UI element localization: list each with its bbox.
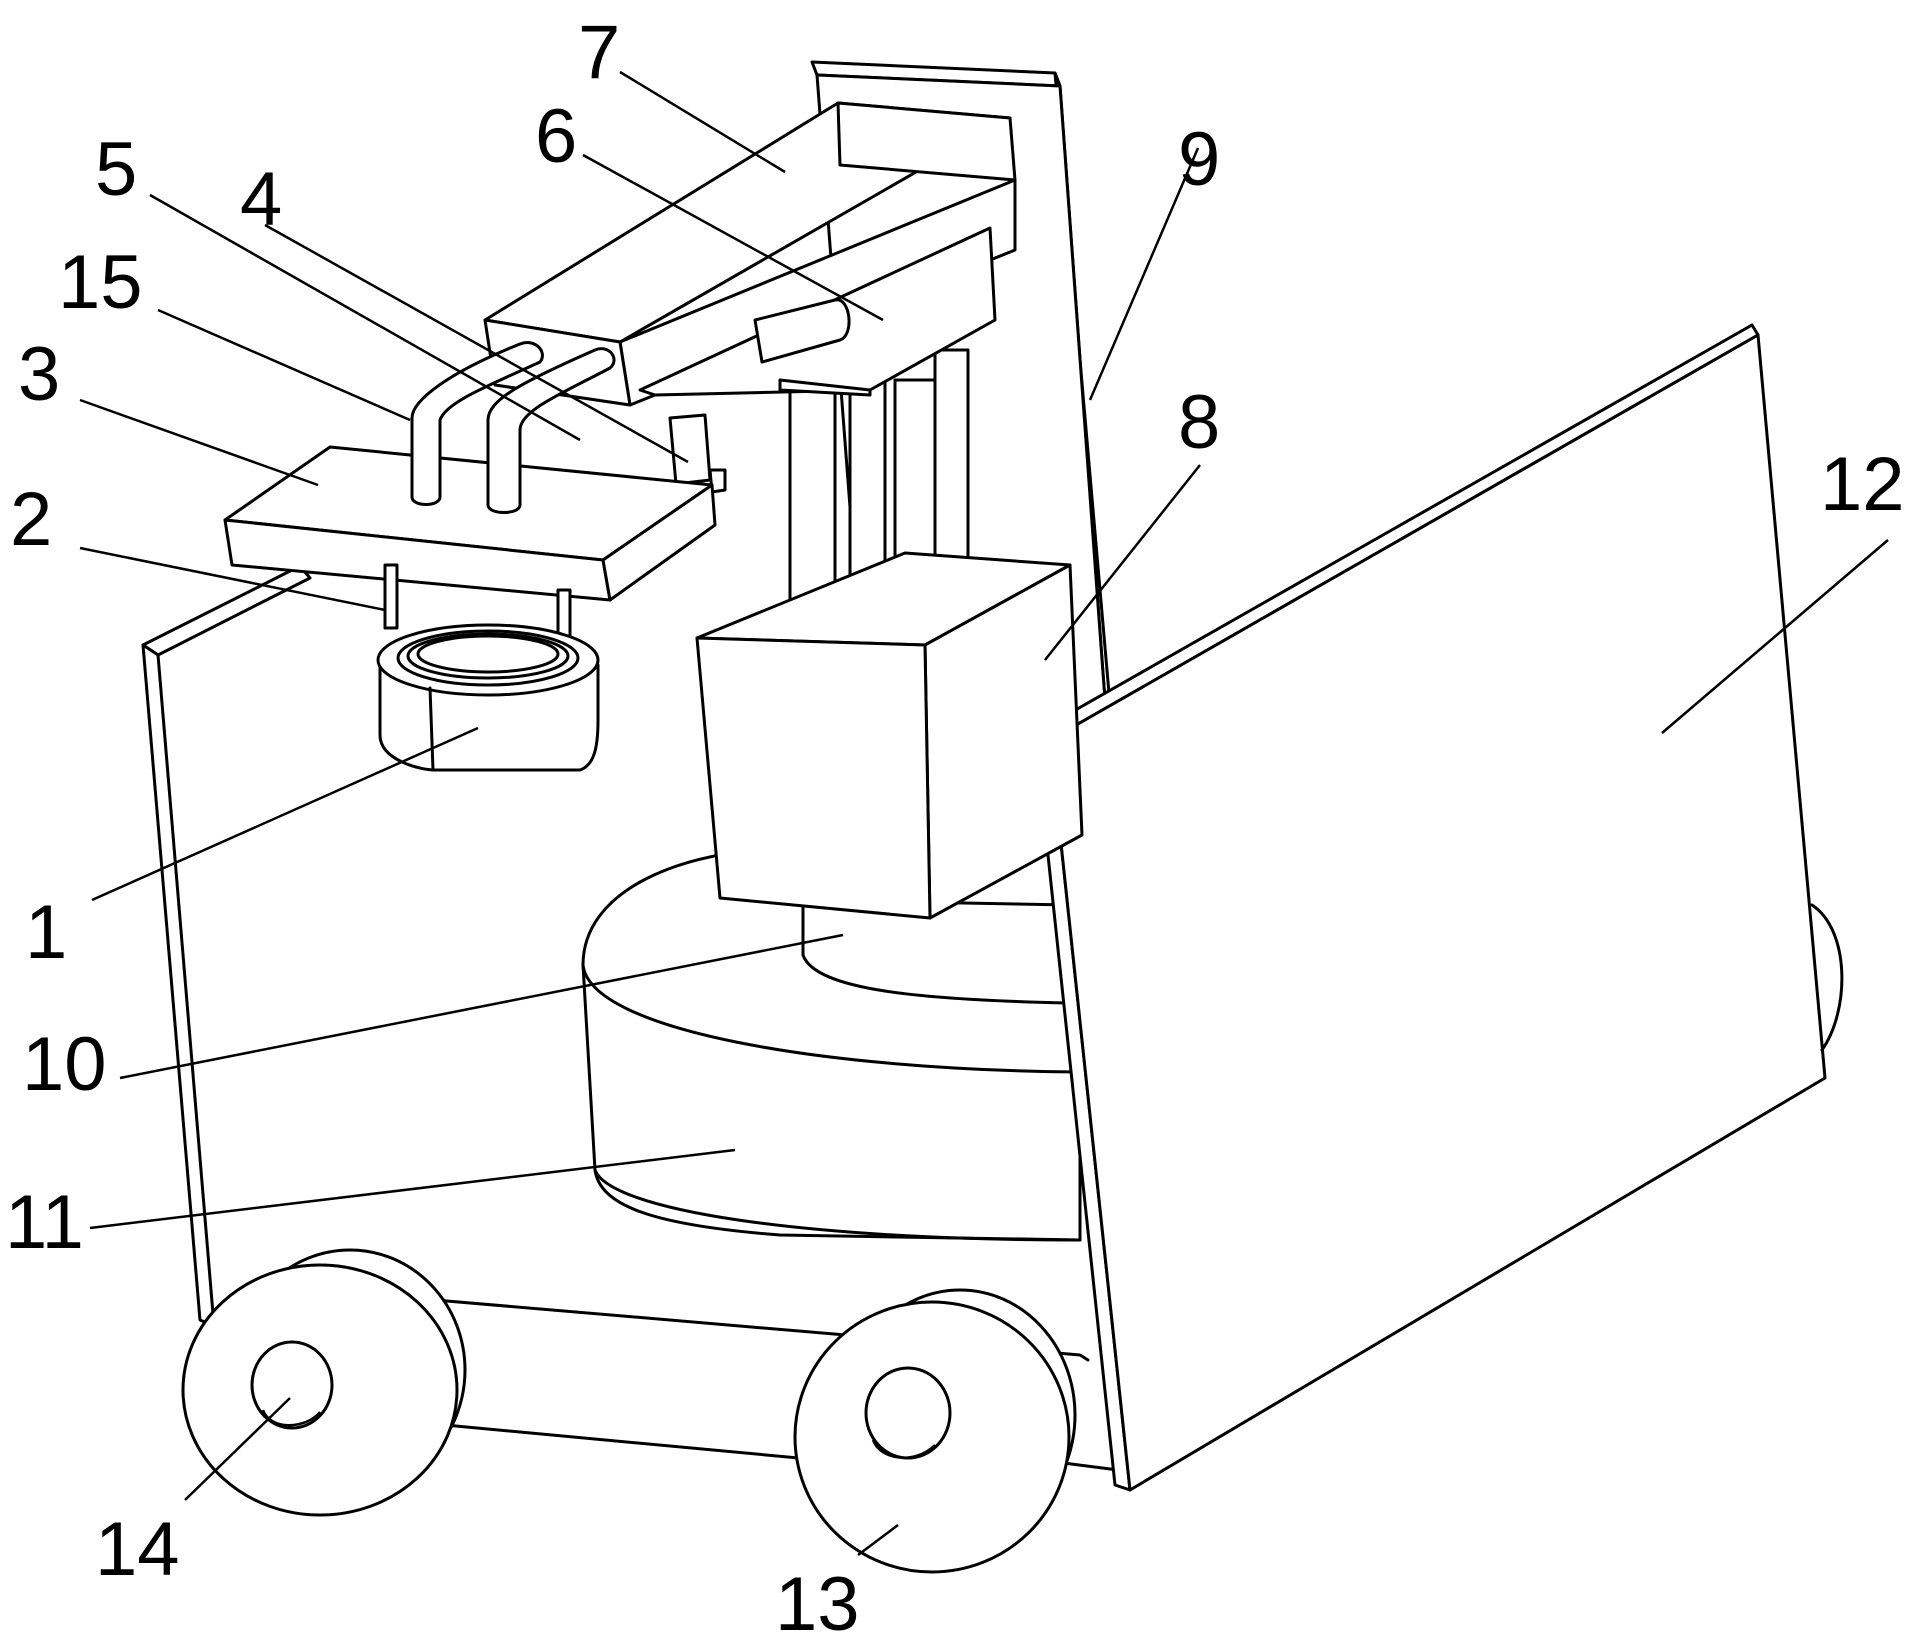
label-4: 4: [240, 157, 282, 242]
label-14: 14: [95, 1507, 180, 1592]
label-12: 12: [1820, 442, 1905, 527]
label-7: 7: [578, 10, 620, 95]
bent-tubes: [410, 341, 616, 514]
left-side-board: [141, 564, 312, 1328]
label-11: 11: [5, 1180, 84, 1265]
label-5: 5: [95, 127, 137, 212]
slider-block: [638, 226, 997, 397]
label-13: 13: [775, 1562, 860, 1639]
threaded-ring: [376, 623, 600, 772]
box: [695, 551, 1084, 920]
motor-cylinder: [801, 898, 1072, 1005]
label-8: 8: [1178, 380, 1220, 465]
label-3: 3: [18, 332, 60, 417]
leader-lines: [79, 70, 1889, 1556]
rear-wheel: [181, 1248, 467, 1517]
label-15: 15: [58, 240, 143, 325]
front-board: [1033, 323, 1844, 1492]
support-legs: [383, 563, 572, 642]
label-1: 1: [25, 890, 67, 975]
label-6: 6: [535, 94, 577, 179]
reference-numerals: 1 2 3 4 5 6 7 8 9 10 11 12 13 14 15: [5, 10, 1905, 1639]
label-10: 10: [22, 1022, 107, 1107]
top-plate: [223, 445, 717, 602]
label-9: 9: [1178, 117, 1220, 202]
front-wheel: [793, 1288, 1077, 1574]
label-2: 2: [10, 477, 52, 562]
horizontal-arm: [483, 101, 1017, 407]
